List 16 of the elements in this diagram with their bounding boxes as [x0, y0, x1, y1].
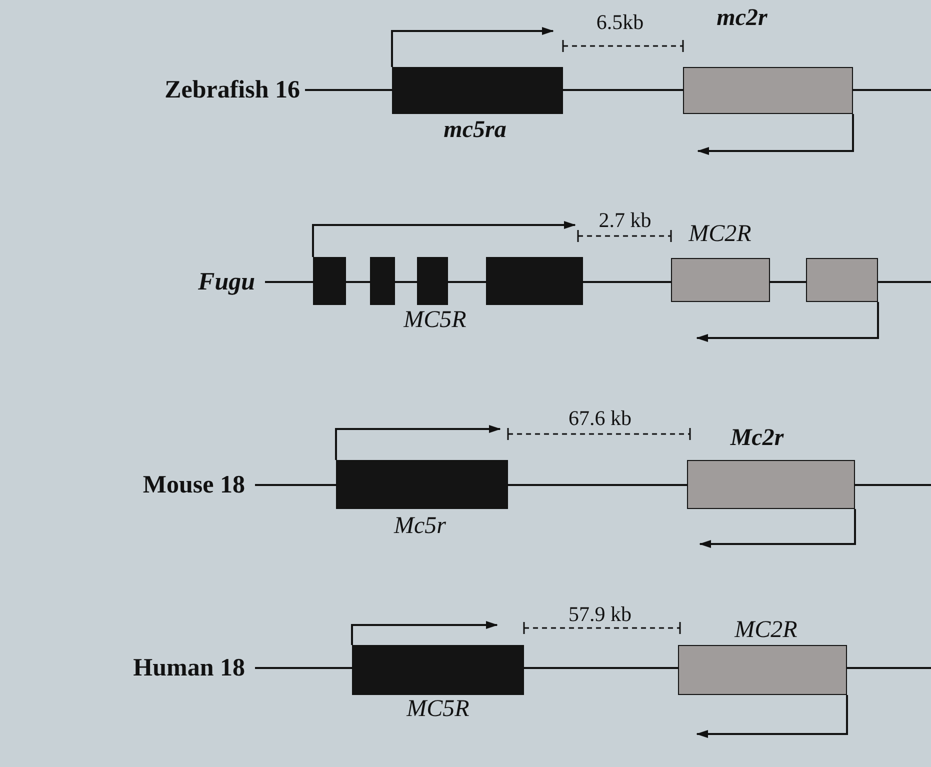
- gene-label: MC5R: [404, 308, 466, 332]
- distance-label: 57.9 kb: [568, 604, 632, 625]
- chromosome-label: Zebrafish 16: [164, 78, 300, 102]
- distance-label: 67.6 kb: [568, 408, 632, 429]
- gene-label: mc5ra: [444, 118, 506, 142]
- distance-label: 2.7 kb: [598, 210, 652, 231]
- chromosome-label: Mouse 18: [142, 472, 245, 498]
- distance-label: 6.5kb: [596, 12, 644, 33]
- gene-label: MC2R: [734, 618, 798, 642]
- gene-label: mc2r: [716, 6, 768, 30]
- gene-label: Mc2r: [730, 426, 784, 450]
- gene-label: MC2R: [688, 222, 752, 246]
- gene-label: MC5R: [406, 697, 470, 721]
- gene-label: Mc5r: [394, 514, 446, 538]
- chromosome-label: Fugu: [198, 270, 255, 294]
- chromosome-label: Human 18: [133, 656, 245, 680]
